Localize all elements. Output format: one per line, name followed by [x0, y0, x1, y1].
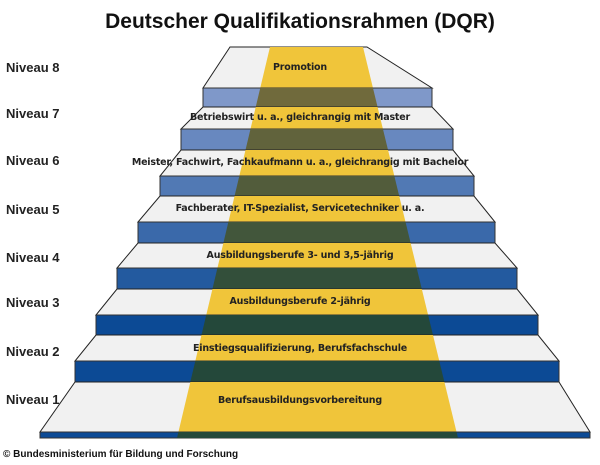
level-description-5: Fachberater, IT-Spezialist, Servicetechn…: [175, 203, 425, 214]
level-description-2: Einstiegsqualifizierung, Berufsfachschul…: [192, 343, 408, 354]
pathway-band-3: [206, 289, 429, 315]
pathway-band-7: [250, 107, 383, 129]
level-description-1: Berufsausbildungsvorbereitung: [218, 395, 382, 406]
level-label-7: Niveau 7: [6, 106, 60, 121]
pathway-band-riser-2: [190, 361, 445, 382]
level-description-4: Ausbildungsberufe 3- und 3,5-jährig: [206, 250, 394, 261]
level-label-8: Niveau 8: [6, 60, 60, 75]
level-description-8: Promotion: [273, 62, 327, 73]
pathway-band-6: [239, 150, 395, 176]
level-description-3: Ausbildungsberufe 2-jährig: [229, 296, 371, 307]
level-label-2: Niveau 2: [6, 344, 60, 359]
pathway-band-riser-3: [201, 315, 433, 335]
pathway-band-riser-4: [212, 268, 422, 289]
level-description-7: Betriebswirt u. a., gleichrangig mit Mas…: [189, 112, 410, 123]
pathway-band-4: [217, 243, 417, 268]
copyright-notice: © Bundesministerium für Bildung und Fors…: [3, 449, 239, 460]
pathway-band-5: [228, 196, 406, 222]
pathway-band-8: [260, 47, 373, 88]
level-label-4: Niveau 4: [6, 250, 60, 265]
pathway-band-riser-7: [245, 129, 389, 150]
diagram-title: Deutscher Qualifikationsrahmen (DQR): [105, 10, 495, 33]
pathway-band-riser-6: [234, 176, 400, 196]
level-label-6: Niveau 6: [6, 153, 60, 168]
pathway-band-riser-1: [177, 432, 458, 438]
pathway-band-2: [195, 335, 440, 361]
level-label-3: Niveau 3: [6, 295, 60, 310]
level-description-6: Meister, Fachwirt, Fachkaufmann u. a., g…: [131, 157, 469, 168]
pathway-band-riser-8: [255, 88, 378, 107]
pathway-band-riser-5: [223, 222, 411, 243]
pathway-band-1: [178, 382, 457, 432]
level-label-1: Niveau 1: [6, 392, 60, 407]
level-label-5: Niveau 5: [6, 202, 60, 217]
